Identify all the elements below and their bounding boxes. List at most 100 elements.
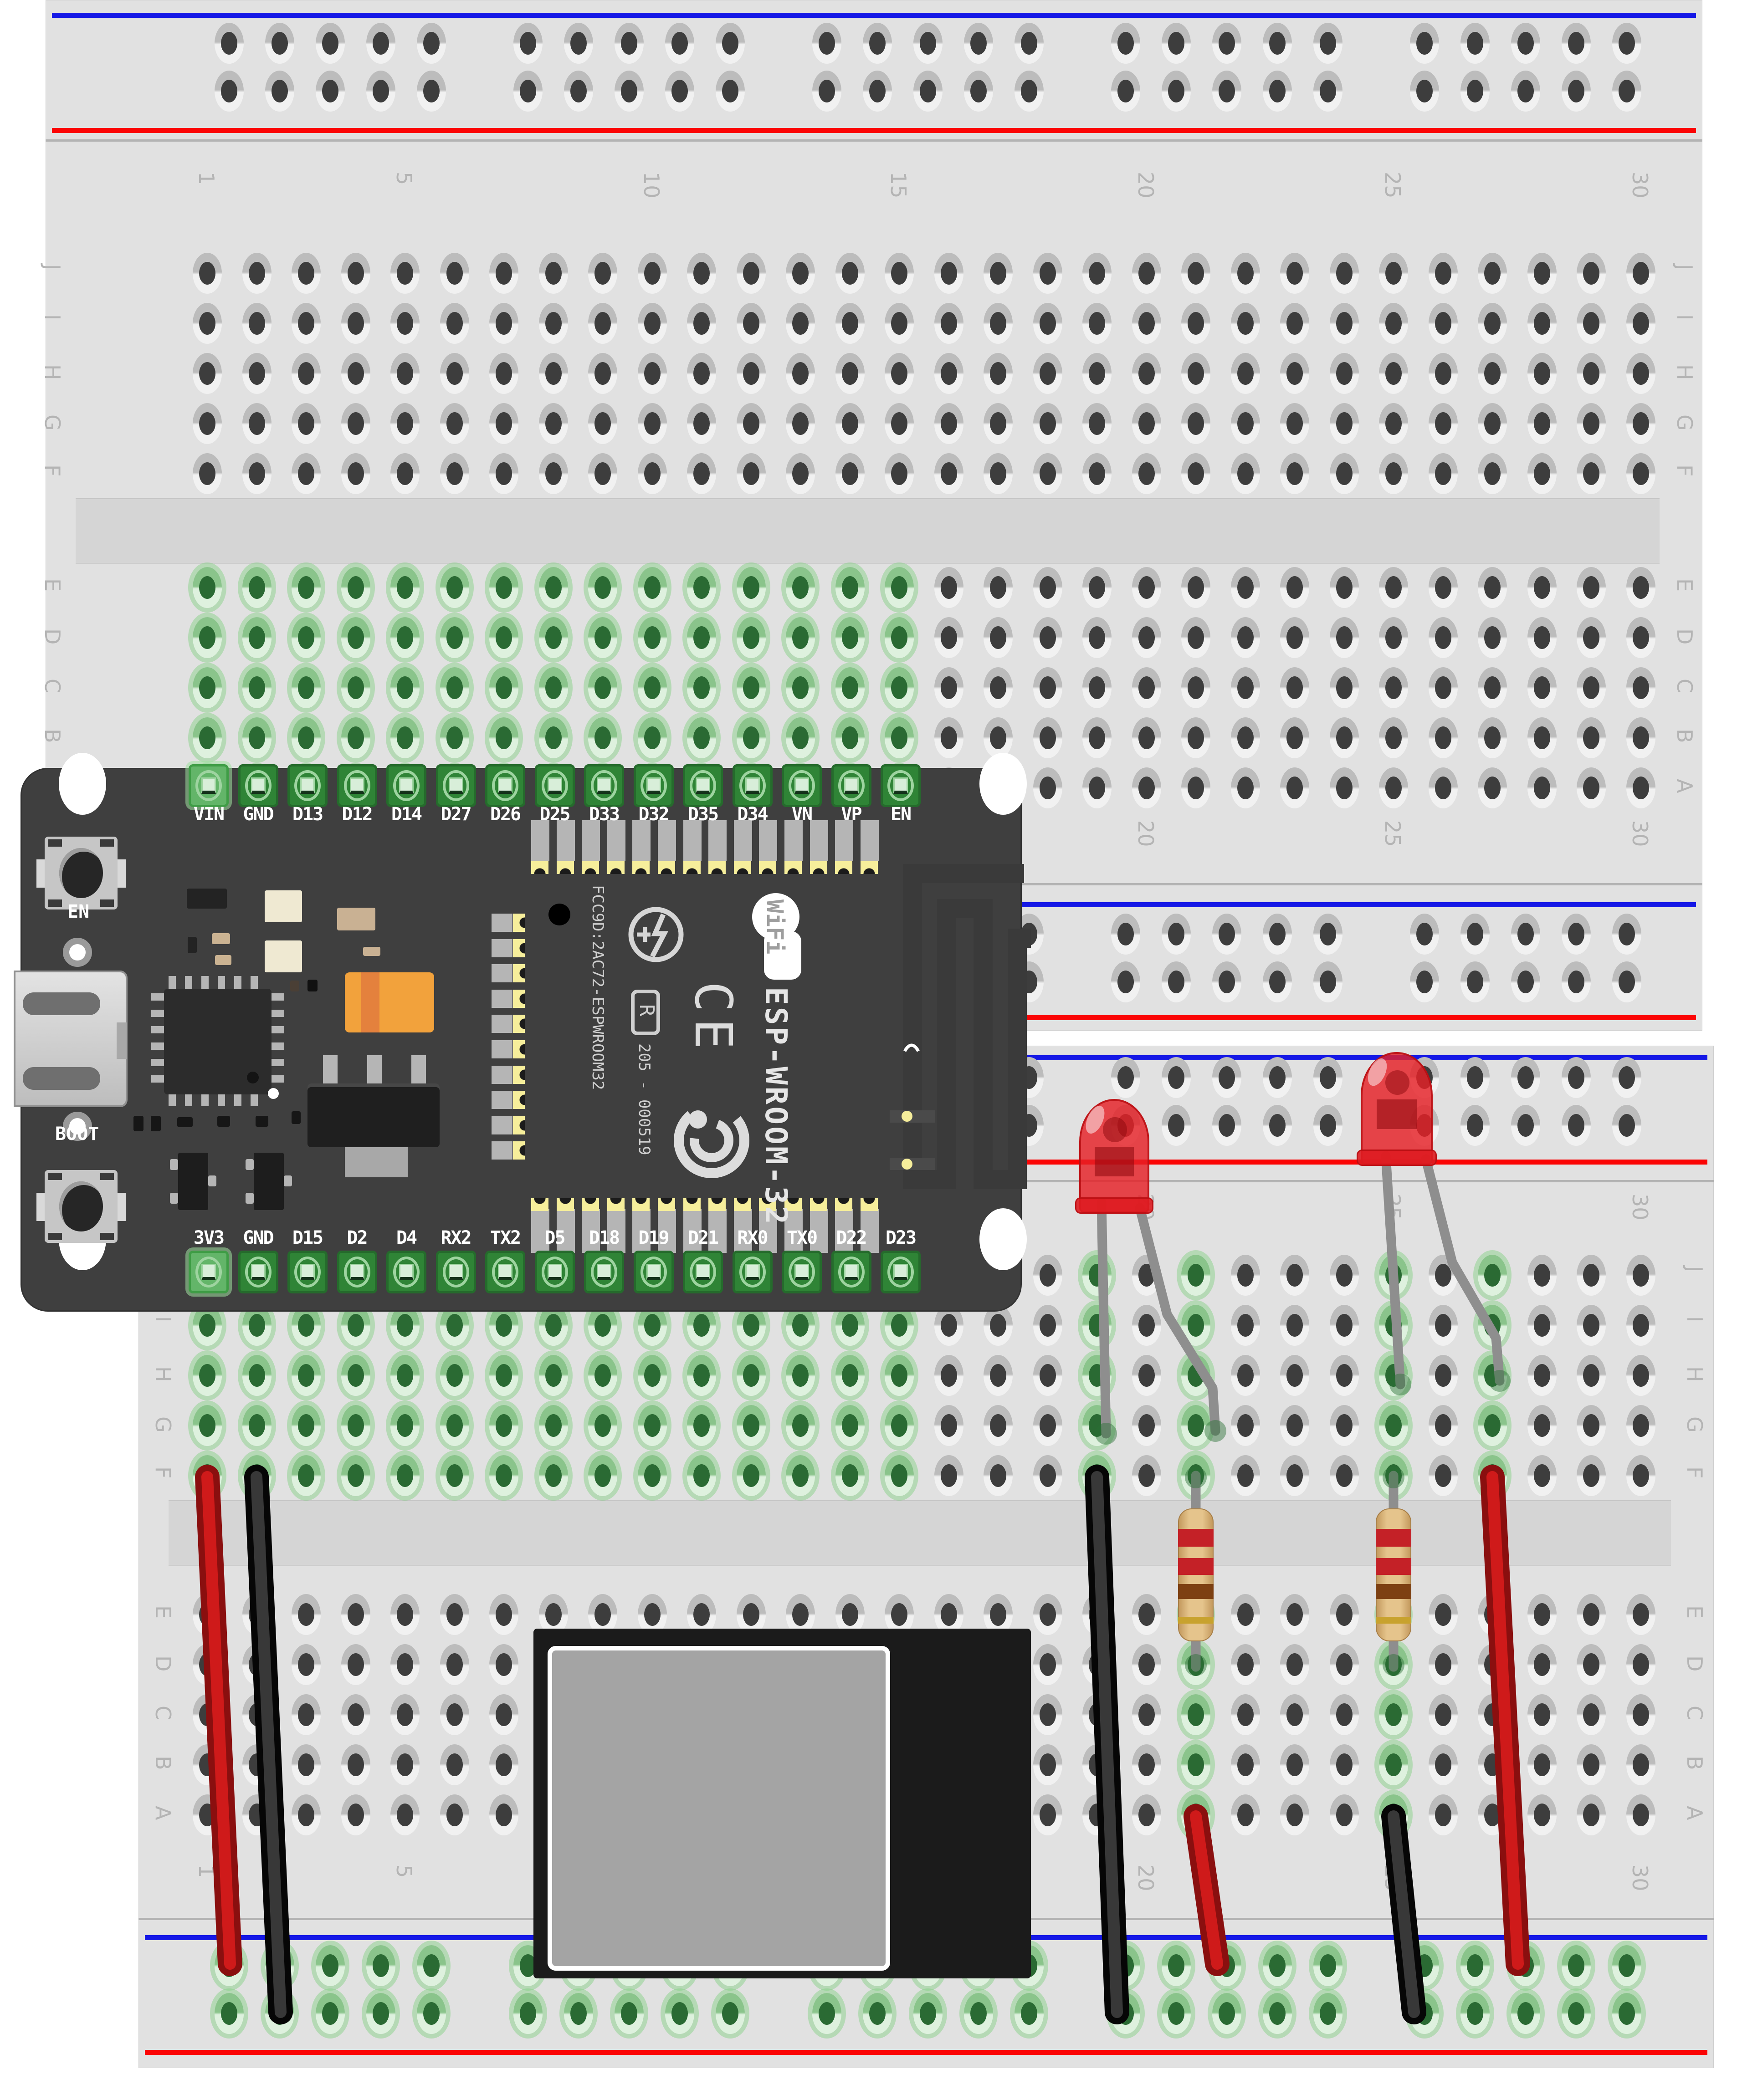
led-flange	[1075, 1197, 1153, 1214]
led-red[interactable]	[1357, 1052, 1437, 1166]
led-anvil	[1376, 1099, 1417, 1129]
breadboard-hole	[341, 403, 370, 444]
breadboard-hole	[835, 453, 865, 494]
breadboard-hole	[292, 403, 321, 444]
breadboard-hole	[588, 253, 617, 294]
resistor-band	[1178, 1529, 1214, 1547]
breadboard-hole	[440, 667, 469, 708]
breadboard-hole	[390, 303, 420, 344]
breadboard-hole	[1033, 253, 1062, 294]
breadboard-hole	[1132, 253, 1161, 294]
breadboard-hole	[588, 617, 617, 658]
breadboard-hole	[390, 453, 420, 494]
breadboard-hole	[341, 567, 370, 608]
breadboard-hole	[1082, 303, 1112, 344]
resistor-band	[1178, 1584, 1214, 1599]
breadboard-hole	[1033, 617, 1062, 658]
breadboard-hole	[390, 717, 420, 758]
breadboard-hole	[1313, 23, 1342, 64]
breadboard-hole	[538, 403, 568, 444]
breadboard-hole	[1410, 914, 1439, 955]
breadboard-hole	[736, 617, 766, 658]
breadboard-hole	[1511, 71, 1540, 112]
breadboard-hole	[1410, 71, 1439, 112]
breadboard-hole	[265, 23, 294, 64]
breadboard-hole	[984, 353, 1013, 394]
breadboard-hole	[193, 253, 222, 294]
breadboard-hole	[1111, 961, 1140, 1002]
breadboard-hole	[1511, 23, 1540, 64]
breadboard-hole	[242, 617, 272, 658]
breadboard-hole	[1082, 717, 1112, 758]
breadboard-hole	[736, 667, 766, 708]
power-rail-blue-line	[52, 13, 1696, 18]
breadboard-hole	[1612, 71, 1641, 112]
breadboard-channel	[76, 498, 1660, 564]
breadboard-hole	[835, 403, 865, 444]
breadboard-hole	[440, 303, 469, 344]
breadboard-hole	[835, 617, 865, 658]
breadboard-hole	[292, 667, 321, 708]
led-red[interactable]	[1075, 1099, 1153, 1214]
breadboard-hole	[812, 23, 841, 64]
breadboard-hole	[489, 353, 518, 394]
breadboard-hole	[1263, 914, 1292, 955]
breadboard-hole	[687, 453, 716, 494]
breadboard-hole	[1263, 23, 1292, 64]
breadboard-hole	[538, 617, 568, 658]
breadboard-hole	[1033, 403, 1062, 444]
led-anode-leg	[1421, 1154, 1505, 1386]
breadboard-hole	[390, 617, 420, 658]
power-rail-red-line	[52, 128, 1696, 133]
breadboard-hole	[716, 23, 745, 64]
breadboard-hole	[913, 23, 943, 64]
leg-tip	[1095, 1423, 1117, 1445]
breadboard-hole	[1082, 403, 1112, 444]
breadboard-hole	[440, 253, 469, 294]
breadboard-hole	[564, 71, 593, 112]
breadboard-hole	[1511, 914, 1540, 955]
breadboard-hole	[1460, 914, 1490, 955]
breadboard-hole	[1460, 961, 1490, 1002]
breadboard-hole	[390, 353, 420, 394]
breadboard-hole	[1033, 567, 1062, 608]
breadboard-hole	[1033, 303, 1062, 344]
breadboard-hole	[863, 23, 892, 64]
breadboard-hole	[193, 617, 222, 658]
breadboard-hole	[193, 303, 222, 344]
breadboard-hole	[812, 71, 841, 112]
breadboard-hole	[366, 71, 395, 112]
breadboard-hole	[835, 253, 865, 294]
breadboard-hole	[786, 403, 815, 444]
breadboard-hole	[366, 23, 395, 64]
breadboard-hole	[193, 667, 222, 708]
breadboard-hole	[835, 567, 865, 608]
resistor-220ohm[interactable]	[1376, 1508, 1411, 1641]
breadboard-hole	[341, 303, 370, 344]
breadboard-hole	[835, 353, 865, 394]
breadboard-hole	[1212, 23, 1241, 64]
breadboard-hole	[489, 617, 518, 658]
breadboard-hole	[736, 353, 766, 394]
breadboard-hole	[984, 667, 1013, 708]
breadboard-hole	[786, 617, 815, 658]
breadboard-hole	[1212, 961, 1241, 1002]
breadboard-hole	[885, 253, 914, 294]
breadboard-hole	[538, 717, 568, 758]
breadboard-hole	[316, 71, 345, 112]
resistor-220ohm[interactable]	[1178, 1508, 1214, 1641]
breadboard-hole	[637, 667, 667, 708]
led-anode-leg	[1135, 1203, 1220, 1436]
breadboard-hole	[390, 667, 420, 708]
breadboard-hole	[440, 717, 469, 758]
breadboard-hole	[885, 667, 914, 708]
breadboard-hole	[786, 567, 815, 608]
breadboard-hole	[984, 617, 1013, 658]
breadboard-hole	[341, 453, 370, 494]
resistor-band	[1178, 1558, 1214, 1575]
breadboard-hole	[588, 667, 617, 708]
breadboard-hole	[835, 717, 865, 758]
breadboard-hole	[716, 71, 745, 112]
breadboard-hole	[242, 567, 272, 608]
